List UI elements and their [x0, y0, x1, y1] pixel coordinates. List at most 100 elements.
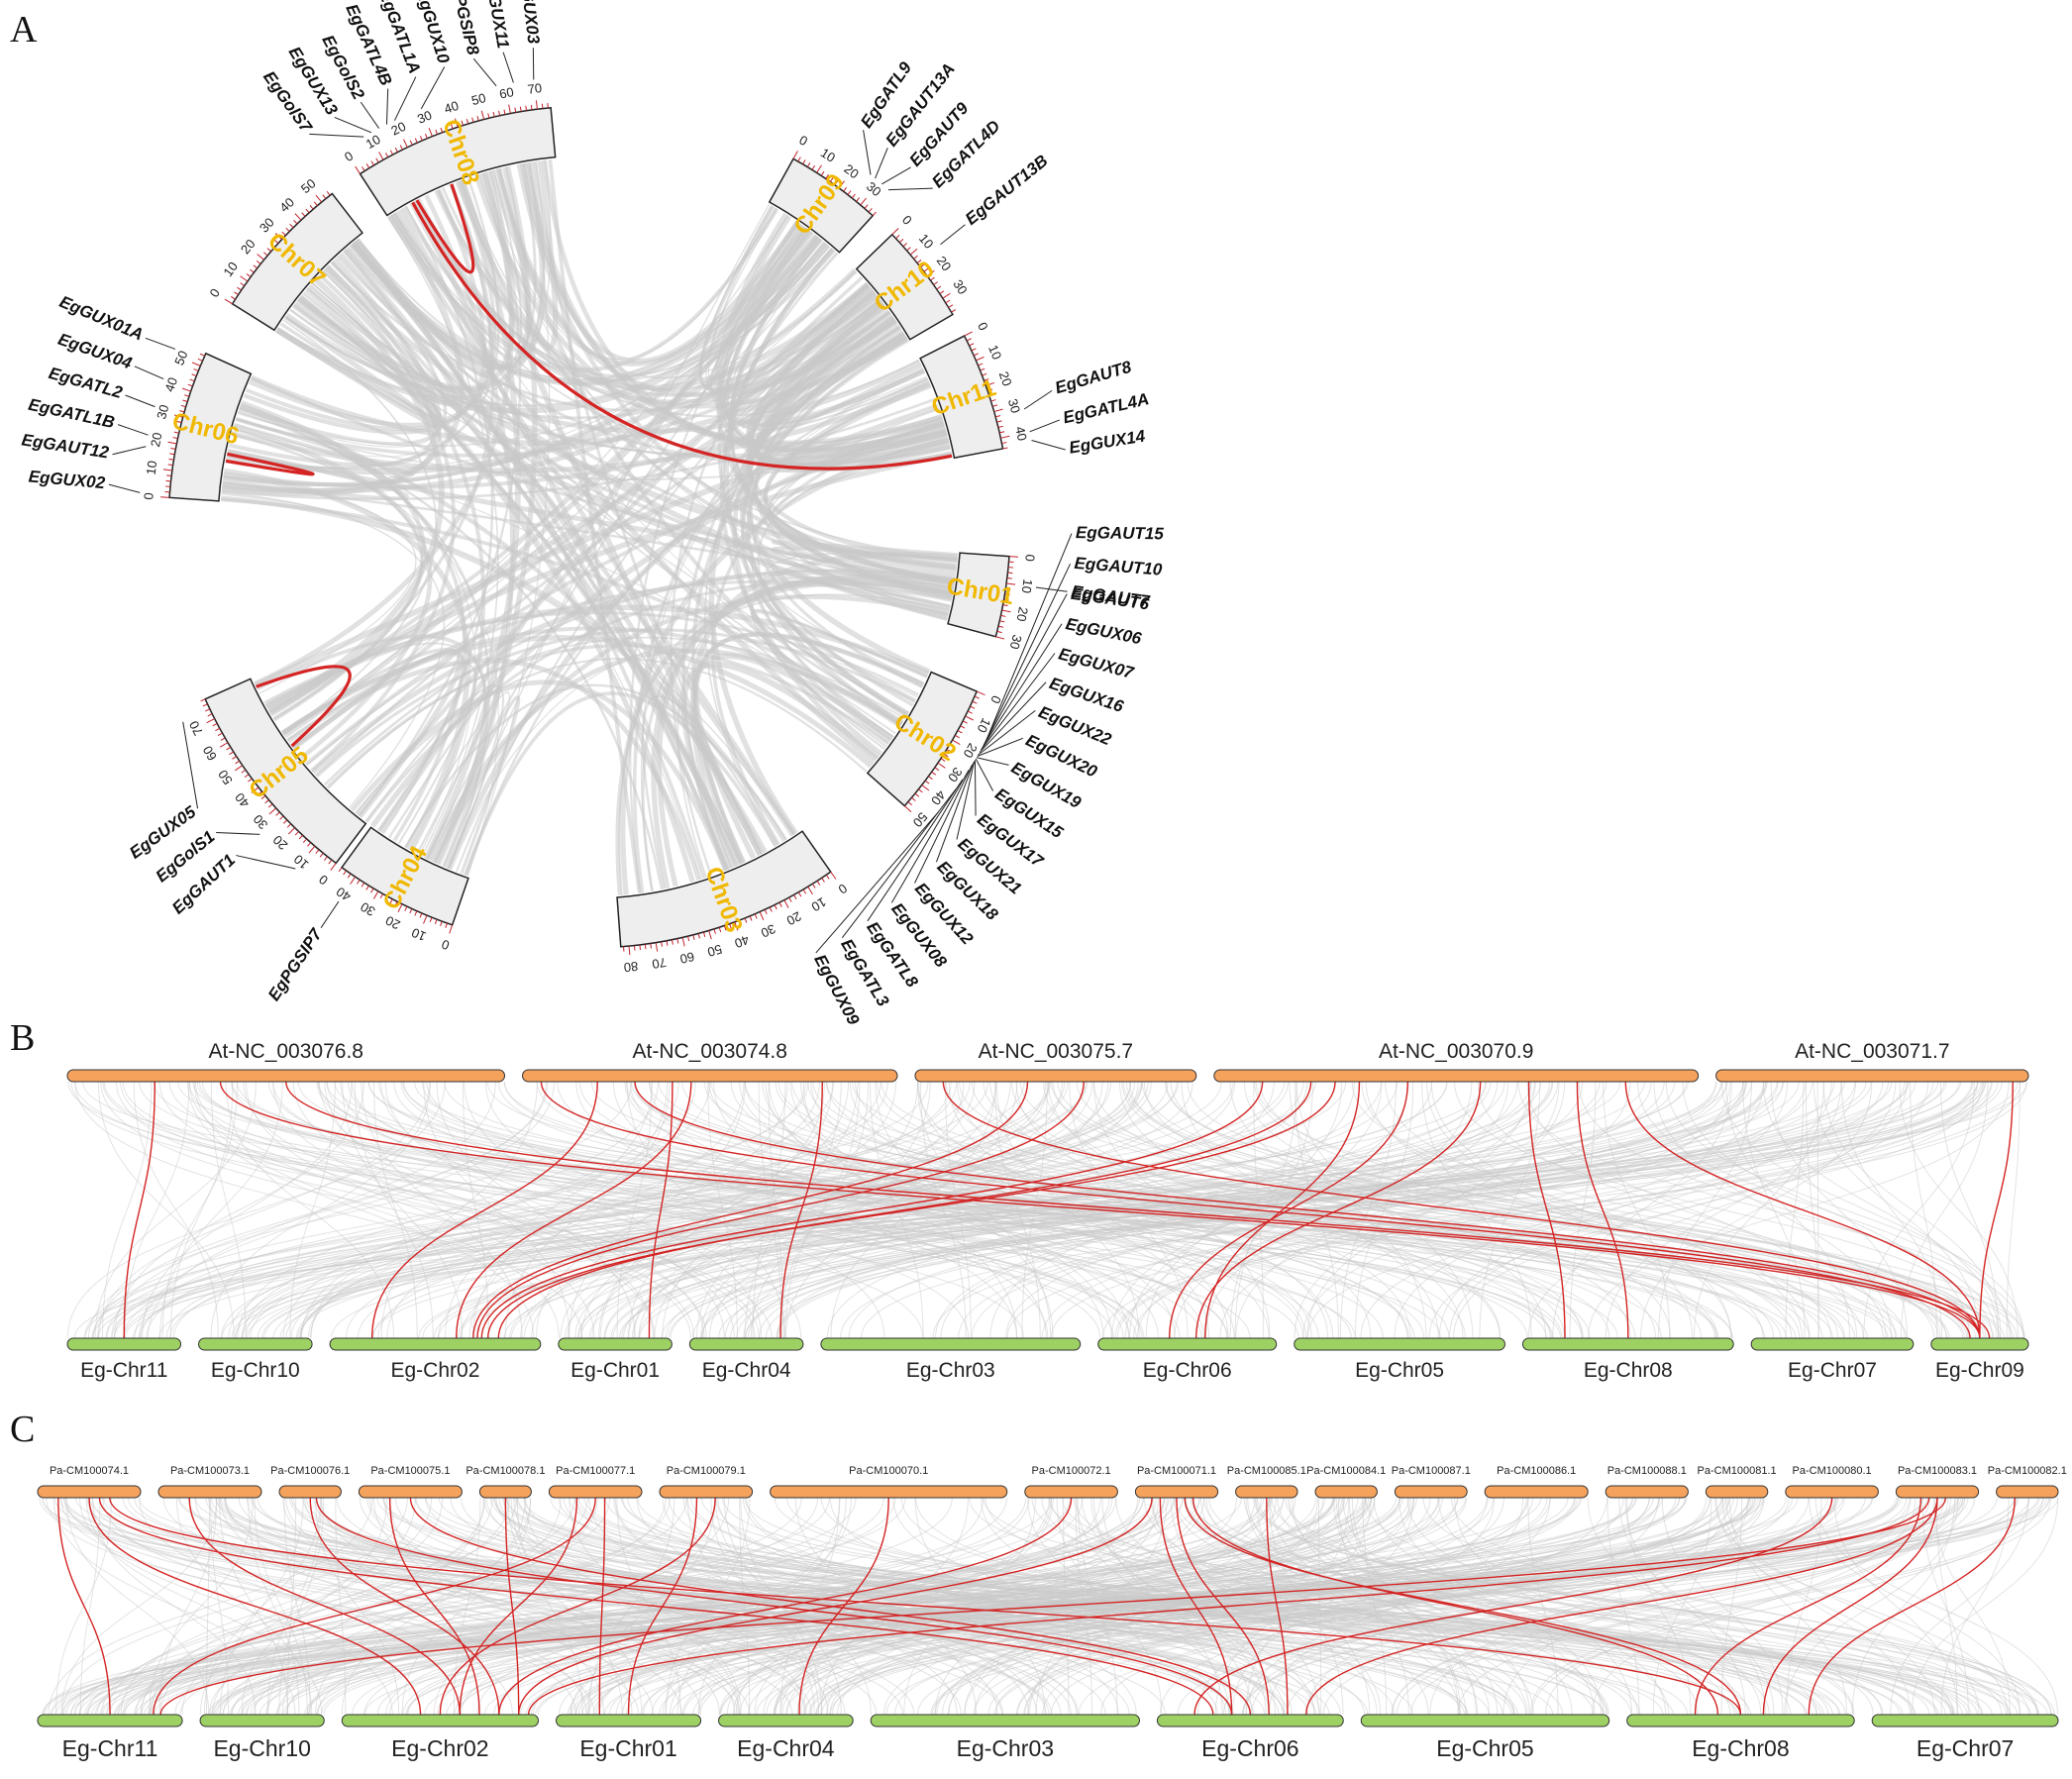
grey-link [102, 1081, 153, 1339]
grey-link [1351, 1081, 1941, 1339]
grey-link [560, 1081, 976, 1339]
grey-link [365, 580, 953, 823]
grey-link [86, 1497, 793, 1716]
tick [916, 260, 922, 263]
gene-leader [914, 765, 973, 884]
tick [1003, 598, 1009, 601]
bottom-chromosome-label: Eg-Chr11 [62, 1735, 158, 1761]
tick [429, 916, 433, 922]
tick [774, 904, 777, 910]
grey-link [775, 1081, 1636, 1339]
tick [267, 803, 273, 808]
grey-link [70, 1081, 1025, 1339]
tick-label: 0 [836, 881, 851, 896]
grey-link [613, 1497, 998, 1716]
grey-link [1477, 1081, 1887, 1339]
grey-link [245, 1081, 595, 1339]
gene-leader [867, 779, 964, 922]
tick [797, 157, 801, 162]
tick [1001, 442, 1007, 445]
grey-link [120, 1081, 924, 1339]
grey-link [984, 1497, 1609, 1716]
tick-label: 80 [623, 959, 639, 975]
tick [920, 263, 925, 268]
tick [965, 715, 974, 721]
tick [1007, 572, 1013, 575]
red-link [472, 1081, 1029, 1339]
grey-link [74, 1081, 1251, 1339]
grey-link [757, 436, 949, 714]
top-chromosome-bar [1705, 1485, 1769, 1499]
red-link [497, 1081, 1312, 1339]
grey-link [1665, 1081, 2024, 1339]
tick [942, 292, 951, 299]
red-link [123, 1081, 156, 1339]
grey-link [228, 1081, 958, 1339]
grey-link [701, 1081, 1550, 1339]
tick [179, 410, 185, 413]
tick [847, 190, 852, 195]
tick [860, 197, 867, 206]
red-link [159, 1497, 1947, 1716]
tick-label: 10 [809, 894, 829, 914]
tick [187, 383, 193, 387]
tick [816, 881, 821, 886]
tick [231, 296, 236, 300]
tick [923, 267, 929, 272]
tick [856, 197, 861, 202]
tick [419, 136, 423, 142]
bottom-chromosome-label: Eg-Chr02 [391, 1359, 480, 1382]
tick [440, 920, 443, 926]
tick [939, 290, 945, 294]
grey-link [51, 1497, 1900, 1716]
gene-label: EgGATL1B [27, 395, 116, 432]
tick [162, 469, 172, 471]
tick [990, 399, 996, 402]
tick [167, 441, 177, 445]
tick [907, 801, 913, 806]
grey-link [304, 428, 947, 766]
grey-link [223, 1497, 915, 1716]
red-link [1266, 1497, 1289, 1716]
tick [834, 180, 839, 185]
tick [251, 783, 256, 786]
tick [769, 906, 773, 912]
tick [671, 939, 673, 945]
grey-link [1116, 1081, 2027, 1339]
tick [802, 159, 806, 164]
top-chromosome-label: Pa-CM100073.1 [170, 1465, 250, 1477]
bottom-chromosome-label: Eg-Chr06 [1201, 1735, 1298, 1761]
red-link [942, 1081, 1981, 1339]
gene-leader [975, 758, 994, 791]
red-link [486, 1081, 1336, 1339]
tick [982, 372, 987, 376]
grey-link [464, 691, 777, 877]
bottom-chromosome-label: Eg-Chr03 [957, 1735, 1054, 1761]
grey-link [468, 1081, 745, 1339]
grey-link [1569, 1081, 1597, 1339]
tick [708, 930, 712, 940]
tick [355, 165, 361, 174]
bottom-chromosome-bar [198, 1337, 313, 1351]
grey-link [284, 299, 882, 420]
tick [241, 769, 247, 774]
grey-link [193, 1081, 560, 1339]
tick [281, 231, 286, 236]
tick [248, 778, 253, 783]
grey-link [453, 1497, 481, 1716]
tick [903, 805, 912, 812]
grey-link [1287, 1497, 1855, 1716]
tick [976, 356, 984, 362]
tick-label: 30 [1005, 397, 1023, 415]
tick [235, 765, 244, 772]
grey-link [1048, 1497, 2011, 1716]
bottom-chromosome-bar [329, 1337, 542, 1351]
red-link [388, 1497, 480, 1716]
tick-label: 20 [388, 119, 408, 139]
bottom-chromosome-label: Eg-Chr10 [211, 1359, 300, 1382]
tick [985, 381, 995, 386]
grey-link [567, 1081, 1093, 1339]
grey-link [746, 337, 908, 717]
